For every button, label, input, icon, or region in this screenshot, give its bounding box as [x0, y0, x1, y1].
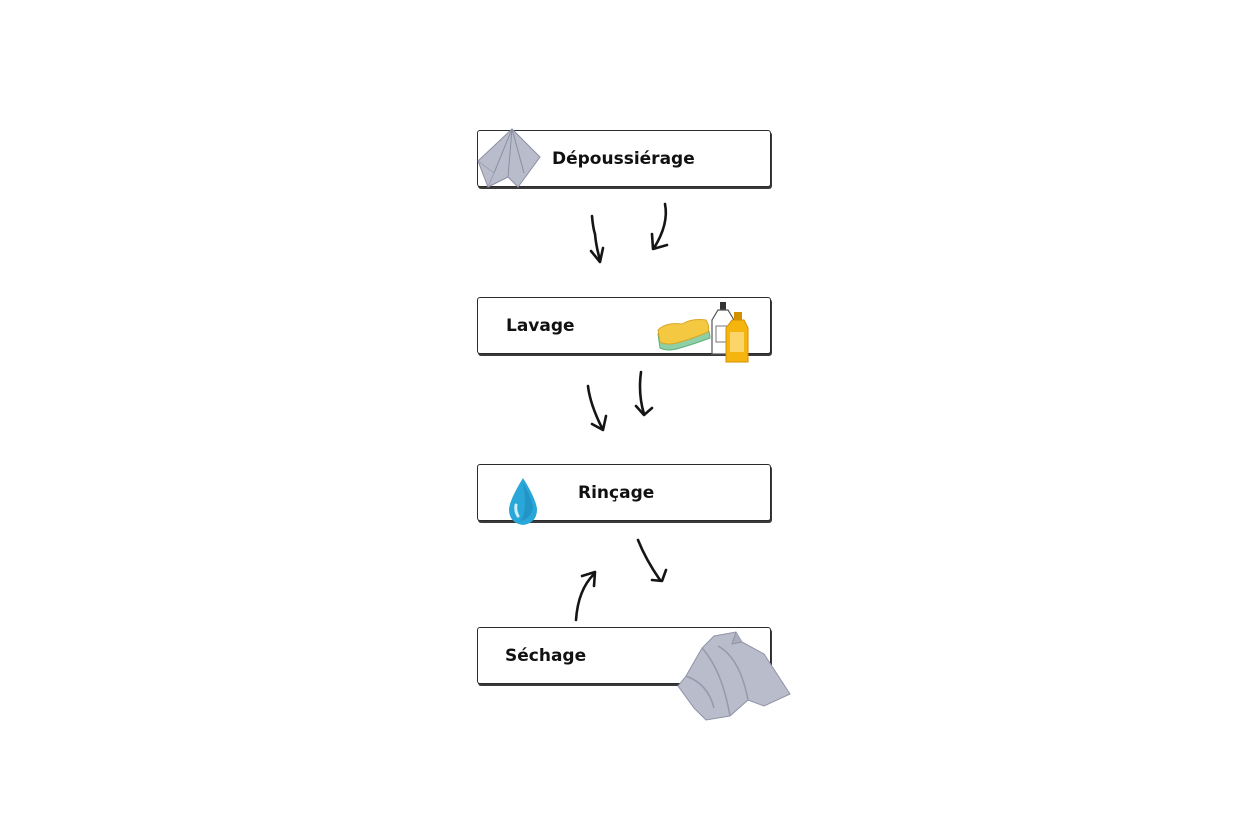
water-drop-icon: [509, 478, 537, 525]
sponge-and-bottles-icon: [657, 302, 749, 363]
step-label-rincage: Rinçage: [578, 482, 655, 503]
arrow-up-icon: [574, 570, 597, 622]
arrow-down-icon: [634, 370, 654, 417]
step-label-lavage: Lavage: [506, 315, 575, 336]
arrow-down-icon: [586, 384, 608, 432]
arrow-down-icon: [636, 538, 668, 583]
dust-cloth-icon: [477, 128, 541, 188]
step-label-depoussierage: Dépoussiérage: [552, 148, 695, 169]
step-label-sechage: Séchage: [505, 645, 587, 666]
step-box-lavage: Lavage: [477, 297, 771, 363]
arrow-down-icon: [589, 214, 605, 264]
arrow-down-icon: [650, 202, 669, 251]
step-box-sechage: Séchage: [477, 627, 791, 721]
step-box-rincage: Rinçage: [477, 464, 771, 525]
drying-cloth-icon: [677, 631, 791, 721]
step-box-depoussierage: Dépoussiérage: [477, 128, 771, 188]
